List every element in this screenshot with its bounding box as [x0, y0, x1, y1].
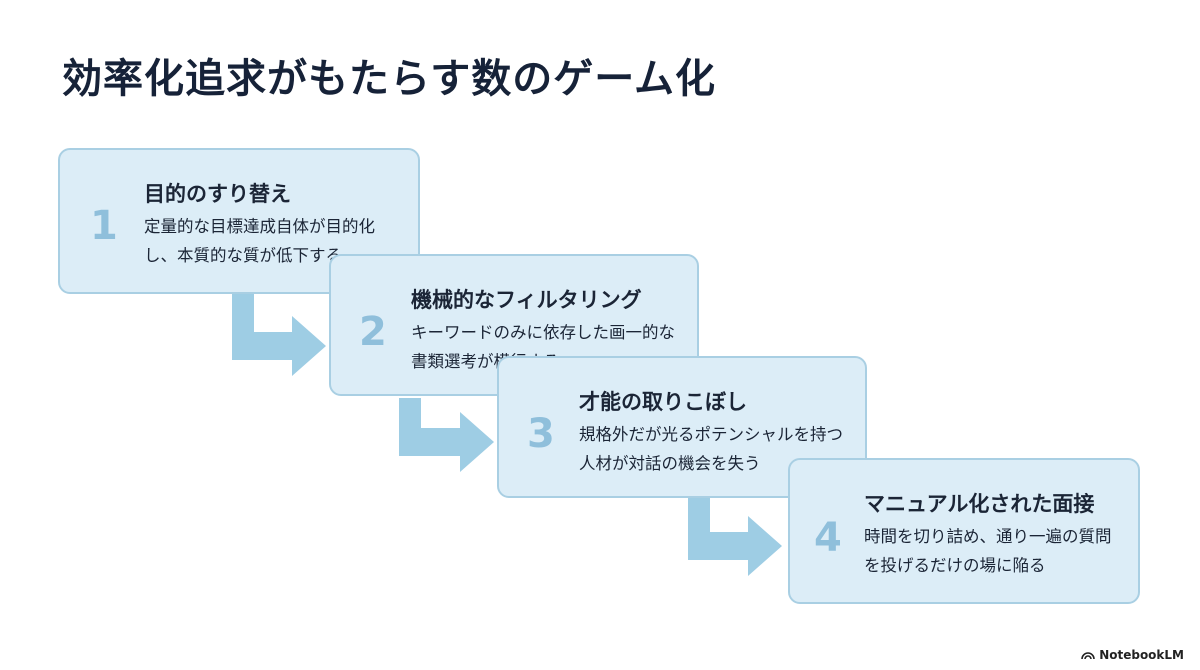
- step-title: 目的のすり替え: [144, 182, 291, 206]
- step-number: 1: [90, 203, 118, 249]
- notebooklm-logo-icon: [1081, 652, 1095, 660]
- arrow-2-to-3: [399, 398, 494, 472]
- step-number: 4: [814, 515, 842, 561]
- step-desc: 時間を切り詰め、通り一遍の質問を投げるだけの場に陥る: [864, 527, 1112, 575]
- step-desc: 規格外だが光るポテンシャルを持つ人材が対話の機会を失う: [579, 425, 843, 473]
- arrow-1-to-2: [232, 290, 326, 376]
- notebooklm-brand: NotebookLM: [1081, 648, 1184, 662]
- step-card-3: 3 才能の取りこぼし 規格外だが光るポテンシャルを持つ人材が対話の機会を失う: [497, 356, 867, 498]
- page-title: 効率化追求がもたらす数のゲーム化: [62, 56, 716, 102]
- step-number: 3: [527, 411, 555, 457]
- arrow-3-to-4: [688, 498, 782, 576]
- step-card-4: 4 マニュアル化された面接 時間を切り詰め、通り一遍の質問を投げるだけの場に陥る: [788, 458, 1140, 604]
- step-title: 才能の取りこぼし: [579, 390, 747, 414]
- brand-label: NotebookLM: [1099, 648, 1184, 662]
- step-title: 機械的なフィルタリング: [411, 288, 642, 312]
- step-number: 2: [359, 309, 387, 355]
- step-desc: 定量的な目標達成自体が目的化し、本質的な質が低下する: [144, 217, 375, 265]
- step-title: マニュアル化された面接: [864, 492, 1095, 516]
